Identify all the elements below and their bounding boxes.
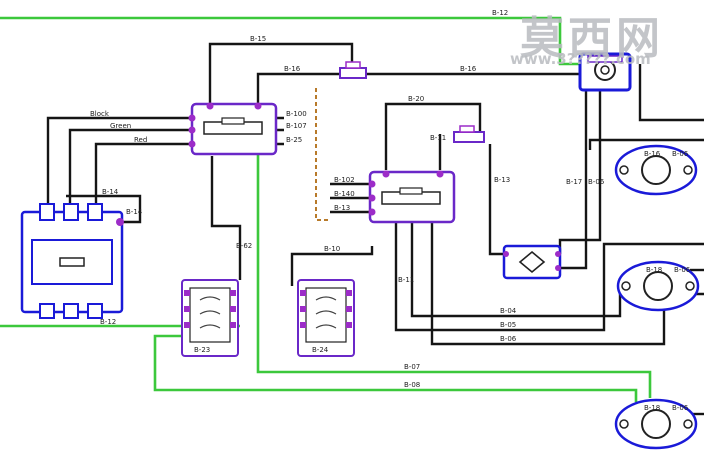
label-mid-junction: B-11 bbox=[430, 134, 446, 142]
wire-sensor-1 bbox=[588, 138, 704, 150]
label-top-green: B-12 bbox=[492, 9, 508, 17]
label-lower-3: B-06 bbox=[500, 335, 517, 343]
sensor-1 bbox=[614, 144, 698, 196]
label-sensor-2: B-18 bbox=[646, 266, 662, 274]
wire-lower-1 bbox=[394, 222, 704, 332]
watermark-url: www.3?????.com bbox=[510, 50, 651, 68]
label-green-low-1: B-07 bbox=[404, 363, 420, 371]
label-module-right-1: B-100 bbox=[286, 110, 307, 118]
label-mid-left-bottom: B-10 bbox=[324, 245, 340, 253]
label-sensor-3: B-18 bbox=[644, 404, 660, 412]
diamond-component bbox=[502, 244, 562, 280]
sensor-2 bbox=[616, 260, 700, 312]
junction-mid bbox=[453, 125, 485, 143]
label-left-block: B-14 bbox=[102, 188, 119, 196]
green-wire-low-1 bbox=[256, 130, 652, 398]
wire-c bbox=[94, 142, 190, 210]
green-wires bbox=[0, 16, 652, 402]
module-1 bbox=[188, 102, 278, 156]
wire-right-top bbox=[638, 64, 704, 122]
label-top-right: B-16 bbox=[460, 65, 477, 73]
wire-top-mid bbox=[256, 72, 340, 104]
module-2 bbox=[368, 170, 456, 224]
label-vertical-right-2: B-11 bbox=[398, 276, 414, 284]
relay-1 bbox=[181, 279, 239, 357]
green-wire-top bbox=[0, 16, 580, 66]
label-mod2-left-3: B-13 bbox=[334, 204, 350, 212]
sensor-3 bbox=[614, 398, 698, 450]
label-wire-a: Block bbox=[90, 110, 110, 118]
label-ecu-right: B-14 bbox=[126, 208, 143, 216]
wire-module1-relay1 bbox=[210, 156, 242, 280]
green-wire-low-2 bbox=[153, 334, 638, 402]
label-mod2-left-1: B-102 bbox=[334, 176, 355, 184]
label-green-low-2: B-08 bbox=[404, 381, 420, 389]
dashed-wire bbox=[315, 88, 330, 221]
wire-b bbox=[68, 128, 190, 210]
label-right-col-1: B-17 bbox=[566, 178, 582, 186]
watermark-site-name: 莫西网 bbox=[520, 13, 664, 64]
wire-top-left bbox=[208, 42, 354, 104]
label-green-bottom-left: B-12 bbox=[100, 318, 116, 326]
label-sensor-1: B-16 bbox=[644, 150, 661, 158]
label-module-right-3: B-25 bbox=[286, 136, 302, 144]
label-top-left: B-15 bbox=[250, 35, 266, 43]
wire-right-col-2 bbox=[560, 90, 588, 270]
label-mid-top: B-20 bbox=[408, 95, 424, 103]
label-lower-2: B-05 bbox=[500, 321, 516, 329]
label-top-mid: B-16 bbox=[284, 65, 301, 73]
junction-top bbox=[339, 61, 367, 79]
wire-right-col-1 bbox=[558, 90, 602, 254]
black-wires bbox=[46, 42, 704, 416]
label-right-col-2: B-06 bbox=[588, 178, 605, 186]
label-vertical-right-1: B-13 bbox=[494, 176, 510, 184]
wire-ecu-right bbox=[66, 194, 142, 224]
relay-2 bbox=[297, 279, 355, 357]
label-sensor-1-pin: B-06 bbox=[672, 150, 689, 158]
label-sensor-2-pin: B-06 bbox=[674, 266, 691, 274]
label-relay-2: B-24 bbox=[312, 346, 329, 354]
top-right-component bbox=[578, 52, 632, 92]
wire-a bbox=[46, 116, 190, 210]
label-vertical-mid: B-62 bbox=[236, 242, 252, 250]
label-relay-1: B-23 bbox=[194, 346, 210, 354]
label-sensor-3-pin: B-06 bbox=[672, 404, 689, 412]
wire-mid-top bbox=[384, 102, 482, 170]
label-mod2-left-2: B-140 bbox=[334, 190, 355, 198]
label-lower-1: B-04 bbox=[500, 307, 517, 315]
label-wire-c: Red bbox=[134, 136, 147, 144]
label-wire-b: Green bbox=[110, 122, 131, 130]
ecu-block bbox=[20, 203, 124, 319]
label-module-right-2: B-107 bbox=[286, 122, 307, 130]
wire-junction-right bbox=[488, 144, 506, 256]
wire-mod2-relay2 bbox=[290, 246, 374, 286]
